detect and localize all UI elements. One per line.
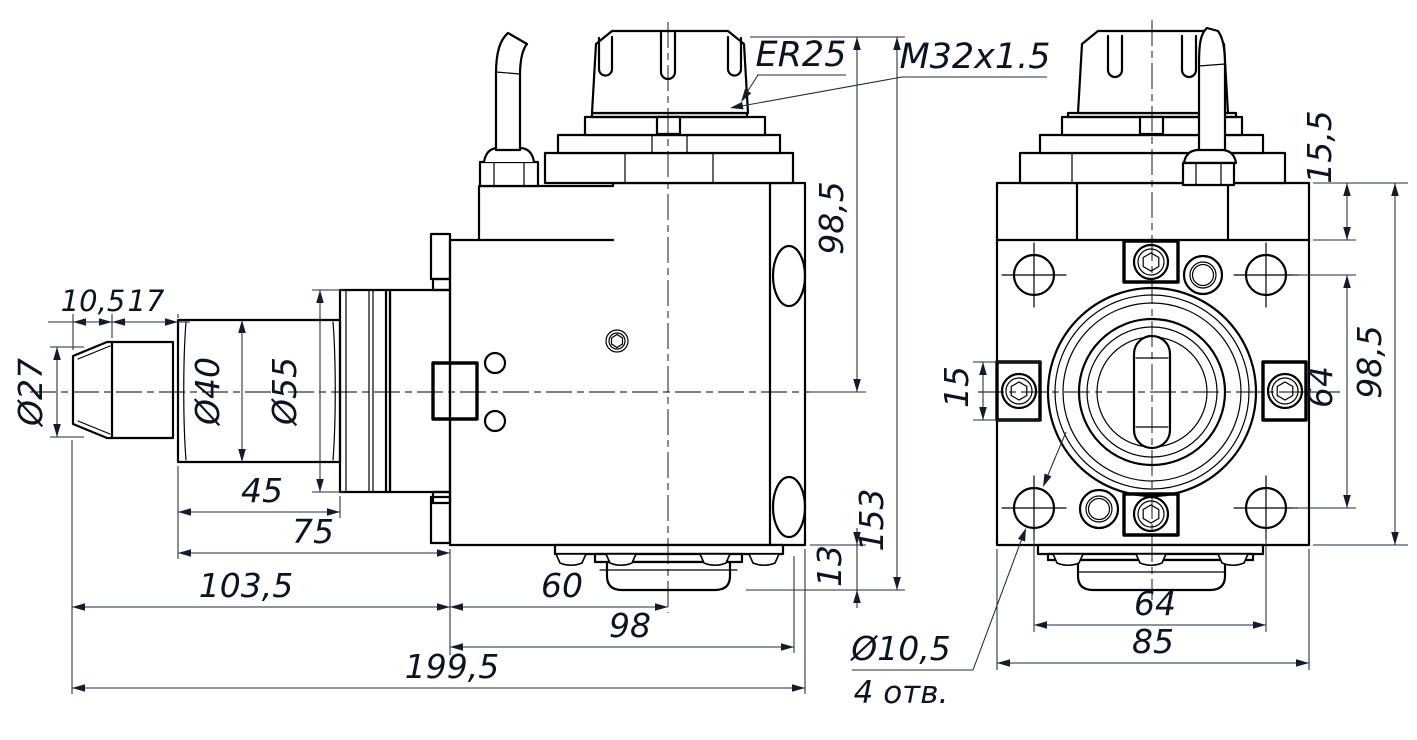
front-bottom-screw (1217, 553, 1249, 567)
side-view: 10,5 17 Ø27 Ø40 Ø55 45 (11, 22, 1051, 694)
front-collet-chuck (1018, 26, 1287, 187)
bottom-screw (748, 553, 780, 567)
front-gland-flare (1182, 148, 1238, 165)
counterbore-bottom-left (1078, 488, 1120, 530)
bottom-screw (605, 553, 637, 567)
cylinder-arc-left (183, 321, 187, 461)
clamp-slot-top (771, 244, 807, 308)
dim-10-5: 10,5 (61, 284, 126, 318)
dim-45: 45 (241, 471, 283, 510)
front-dimensions: 15,5 98,5 64 15 64 85 (849, 110, 1408, 711)
front-extension-lines (973, 182, 1408, 670)
bottom-screw (555, 553, 587, 567)
clamp-screw-left (1000, 372, 1038, 410)
label-hole-dia: Ø10,5 (849, 629, 950, 668)
dim-dia-55: Ø55 (265, 357, 304, 427)
clamp-screw-top (1132, 243, 1170, 281)
thread-callout: M32x1.5 (730, 37, 1051, 110)
front-chuck-mid-row (1038, 133, 1265, 155)
dim-85: 85 (1132, 622, 1174, 661)
dim-dia-40: Ø40 (188, 357, 227, 427)
dim-75: 75 (292, 512, 334, 551)
dim-17: 17 (128, 284, 165, 318)
side-body (429, 181, 807, 547)
front-bottom-cap (1076, 558, 1227, 592)
label-m32: M32x1.5 (899, 37, 1050, 77)
counterbore-top-right (1182, 254, 1224, 296)
nut-chamfer-top (77, 345, 111, 360)
er25-nut (590, 29, 750, 115)
dim-64-horizontal: 64 (1134, 584, 1176, 623)
dim-153: 153 (852, 489, 891, 552)
dim-98-5-side: 98,5 (812, 181, 851, 254)
dim-dia-27: Ø27 (11, 358, 50, 428)
dim-199-5: 199,5 (405, 647, 499, 686)
side-collet-chuck (543, 29, 795, 185)
side-bottom-flange (553, 543, 785, 592)
bottom-cap (605, 560, 732, 592)
er25-slot-left (597, 35, 614, 77)
front-bottom-screw (1135, 553, 1167, 567)
mount-hole-top-right (1232, 241, 1300, 309)
side-collet-nut (71, 340, 175, 440)
side-tab-top (429, 232, 452, 281)
front-cable-gland (1181, 26, 1238, 187)
tube-joint-line (495, 71, 521, 75)
dim-64-vertical: 64 (1301, 366, 1340, 408)
side-tab-bottom (429, 495, 452, 545)
side-spindle-flange (338, 288, 392, 494)
chuck-mid-row (556, 133, 782, 155)
clamp-screw-right (1266, 372, 1304, 410)
side-spindle-boss (431, 361, 479, 421)
plate-step-top (431, 277, 452, 292)
hole-callout: Ø10,5 4 отв. (849, 431, 1067, 711)
nut-chamfer-bottom (77, 420, 111, 435)
bottom-plate (553, 543, 785, 556)
mount-hole-bottom-left (1000, 474, 1068, 542)
er25-callout: ER25 (741, 35, 846, 102)
dim-98-5-front: 98,5 (1350, 325, 1389, 398)
cable-tube (494, 31, 529, 152)
mount-hole-top-left (1000, 241, 1068, 309)
gland-hex-nut (478, 160, 540, 188)
label-hole-count: 4 отв. (854, 675, 949, 711)
thread-spigot (655, 115, 682, 136)
side-centerlines (30, 22, 866, 613)
front-centerlines (978, 20, 1340, 600)
clamp-screw-bottom (1132, 495, 1170, 533)
chuck-flange-row (543, 151, 795, 185)
dim-15: 15 (937, 366, 976, 408)
dim-60: 60 (541, 566, 583, 605)
dim-103-5: 103,5 (199, 566, 293, 605)
front-gland-hex (1181, 161, 1236, 187)
front-chuck-flange-row (1018, 151, 1287, 185)
cylinder-arc-right (332, 321, 336, 461)
front-thread-spigot (1138, 115, 1165, 136)
front-view: 15,5 98,5 64 15 64 85 (849, 20, 1408, 711)
front-bottom-plate (1036, 543, 1265, 556)
dim-15-5: 15,5 (1300, 110, 1339, 183)
front-cable-tube (1197, 26, 1227, 154)
side-cable-gland (478, 31, 540, 188)
side-hole-upper (483, 351, 507, 375)
side-body-outline (448, 181, 807, 547)
label-er25: ER25 (756, 35, 847, 75)
dim-13: 13 (810, 545, 849, 587)
side-hole-lower (483, 409, 507, 433)
clamp-slot-bottom (771, 475, 807, 539)
front-bottom-flange (1036, 543, 1265, 592)
side-dimensions: 10,5 17 Ø27 Ø40 Ø55 45 (11, 35, 1051, 694)
mount-hole-bottom-right (1232, 474, 1300, 542)
front-bottom-screw (1052, 553, 1084, 567)
bottom-screw (699, 553, 731, 567)
front-er25-slot-left (1106, 34, 1124, 79)
front-er25-slot-right (1180, 34, 1198, 79)
er25-slot-right (726, 35, 743, 77)
side-mount-plate (388, 288, 452, 494)
side-set-screw (605, 329, 629, 353)
dim-98: 98 (609, 606, 651, 645)
